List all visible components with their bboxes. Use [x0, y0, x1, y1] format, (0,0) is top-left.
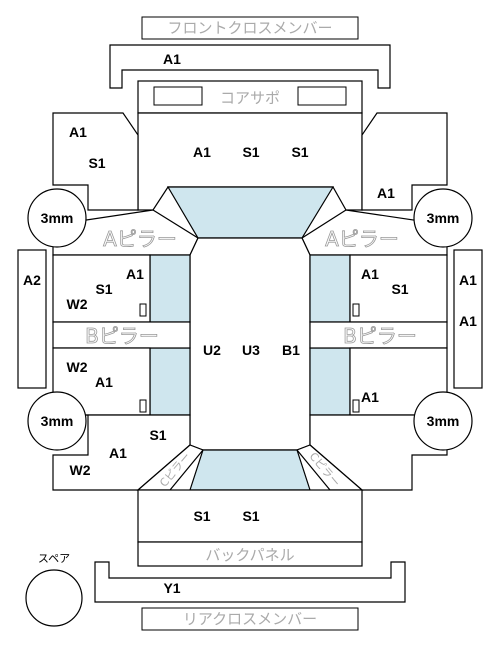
- door-handle-icon: [139, 303, 147, 317]
- tire-front-left[interactable]: 3mm: [27, 188, 87, 248]
- front-door-right-code-1: A1: [361, 266, 379, 282]
- door-handle-icon: [352, 399, 360, 413]
- rocker-left-code: A2: [23, 272, 41, 288]
- tire-front-left-depth: 3mm: [41, 210, 74, 226]
- front-door-left-code-1: A1: [126, 266, 144, 282]
- headlight-left: [153, 86, 203, 106]
- core-support-label: コアサポ: [220, 89, 280, 107]
- hood-code-2: S1: [242, 144, 259, 160]
- trunk-code-1: S1: [193, 508, 210, 524]
- front-fender-right-code: A1: [377, 185, 395, 201]
- front-door-left[interactable]: A1 S1 W2: [52, 254, 151, 323]
- front-cross-member[interactable]: フロントクロスメンバー: [141, 16, 359, 40]
- a-pillar-right-label: Aピラー: [325, 227, 399, 251]
- a-pillar-left-label: Aピラー: [103, 227, 177, 251]
- front-bumper-code: A1: [163, 51, 181, 67]
- headlight-right: [297, 86, 347, 106]
- quarter-panel-left-code-3: W2: [70, 462, 91, 478]
- tire-rear-right[interactable]: 3mm: [413, 391, 473, 451]
- front-fender-left-code-1: A1: [69, 124, 87, 140]
- spare-tire[interactable]: スペア: [25, 552, 83, 627]
- hood-code-3: S1: [291, 144, 308, 160]
- rear-bumper-code: Y1: [163, 580, 180, 596]
- b-pillar-right-label: Bピラー: [343, 324, 417, 348]
- front-bumper[interactable]: A1: [109, 44, 391, 89]
- rear-door-left-code-2: A1: [95, 374, 113, 390]
- windshield[interactable]: [166, 186, 335, 239]
- core-support[interactable]: コアサポ: [137, 80, 363, 114]
- front-fender-left[interactable]: A1 S1: [52, 112, 139, 211]
- hood-code-1: A1: [193, 144, 211, 160]
- spare-label: スペア: [38, 552, 70, 565]
- tire-front-right-depth: 3mm: [427, 210, 460, 226]
- rear-bumper[interactable]: Y1: [94, 561, 406, 603]
- back-panel-label: バックパネル: [205, 546, 294, 564]
- door-handle-icon: [139, 399, 147, 413]
- front-door-right[interactable]: A1 S1: [349, 254, 448, 323]
- rocker-right-code-2: A1: [459, 313, 477, 329]
- window-front-left[interactable]: [149, 254, 191, 323]
- rear-cross-member-label: リアクロスメンバー: [183, 610, 317, 628]
- b-pillar-right[interactable]: Bピラー: [309, 321, 448, 349]
- tire-front-right[interactable]: 3mm: [413, 188, 473, 248]
- a-pillar-right[interactable]: Aピラー: [301, 209, 448, 256]
- front-cross-member-label: フロントクロスメンバー: [167, 19, 332, 37]
- tire-rear-left-depth: 3mm: [41, 413, 74, 429]
- window-front-right[interactable]: [309, 254, 351, 323]
- roof-code-3: B1: [282, 342, 300, 358]
- front-fender-left-code-2: S1: [88, 155, 105, 171]
- rocker-left[interactable]: A2: [17, 249, 47, 389]
- quarter-panel-left-code-1: S1: [149, 427, 166, 443]
- rear-door-right-code: A1: [361, 389, 379, 405]
- tire-rear-left[interactable]: 3mm: [27, 391, 87, 451]
- rear-door-left-code-1: W2: [67, 359, 88, 375]
- window-rear-right[interactable]: [309, 347, 351, 416]
- roof-code-2: U3: [242, 342, 260, 358]
- b-pillar-left-label: Bピラー: [85, 324, 159, 348]
- trunk-code-2: S1: [242, 508, 259, 524]
- rear-cross-member[interactable]: リアクロスメンバー: [141, 607, 359, 631]
- b-pillar-left[interactable]: Bピラー: [52, 321, 191, 349]
- rocker-right[interactable]: A1 A1: [453, 249, 483, 389]
- quarter-panel-left-code-2: A1: [109, 445, 127, 461]
- door-handle-icon: [352, 303, 360, 317]
- tire-rear-right-depth: 3mm: [427, 413, 460, 429]
- rocker-right-code-1: A1: [459, 272, 477, 288]
- window-rear-left[interactable]: [149, 347, 191, 416]
- back-panel[interactable]: バックパネル: [137, 541, 363, 567]
- roof[interactable]: U2 U3 B1: [189, 237, 311, 451]
- front-door-left-code-2: S1: [95, 281, 112, 297]
- trunk[interactable]: S1 S1: [137, 489, 363, 543]
- quarter-panel-left[interactable]: S1 A1 W2: [52, 414, 191, 491]
- rear-window[interactable]: [189, 449, 311, 491]
- roof-code-1: U2: [203, 342, 221, 358]
- front-door-right-code-2: S1: [391, 281, 408, 297]
- front-fender-right[interactable]: A1: [361, 112, 448, 211]
- front-door-left-code-3: W2: [67, 296, 88, 312]
